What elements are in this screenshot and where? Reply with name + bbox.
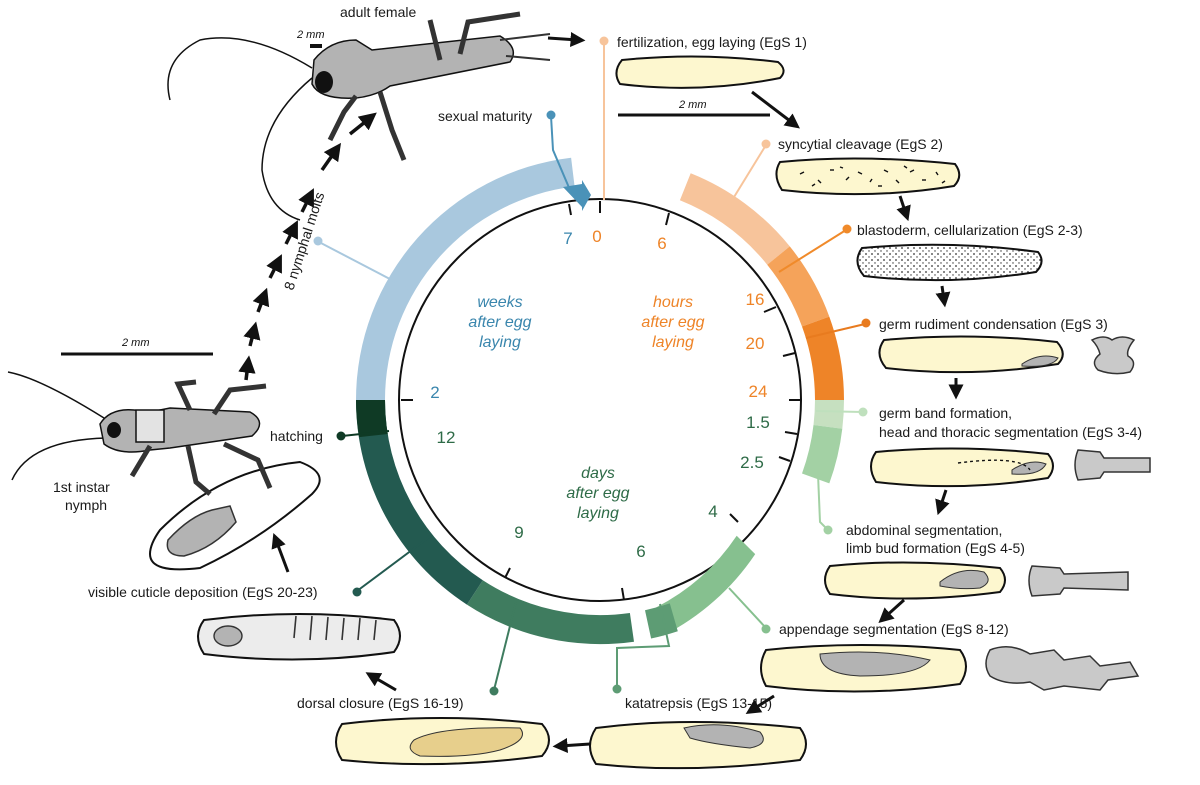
- week-tick-labels: 2 7: [430, 229, 572, 402]
- tick-days-9: 9: [514, 523, 523, 542]
- label-sexual-maturity: sexual maturity: [438, 108, 532, 124]
- syncytial-nuclei: [799, 165, 946, 187]
- abdominal-shape: [1028, 565, 1129, 597]
- tick-hours-16: 16: [746, 290, 765, 309]
- hours-center-label: hours after egg laying: [641, 294, 704, 351]
- hours-band-16-20: [802, 316, 844, 400]
- svg-text:days: days: [581, 465, 615, 482]
- germ-band-movement: [957, 459, 1031, 471]
- days-band-4: [645, 603, 678, 639]
- label-cuticle: visible cuticle deposition (EgS 20-23): [88, 584, 318, 600]
- label-katatrepsis: katatrepsis (EgS 13-15): [625, 695, 772, 711]
- label-abdominal-2: limb bud formation (EgS 4-5): [846, 540, 1025, 556]
- days-band-3: [655, 535, 756, 636]
- first-instar-nymph: [7, 371, 273, 496]
- days-band-2: [802, 425, 843, 484]
- svg-text:after egg: after egg: [566, 485, 629, 502]
- dorsal-embryo: [409, 727, 523, 757]
- ring-ticks: [401, 201, 801, 601]
- label-germ-band-1: germ band formation,: [879, 405, 1012, 421]
- days-band-7: [356, 400, 388, 438]
- molts-arrows: [238, 112, 377, 381]
- egg-blastoderm: [856, 243, 1043, 282]
- label-dorsal: dorsal closure (EgS 16-19): [297, 695, 464, 711]
- label-germ-rudiment: germ rudiment condensation (EgS 3): [879, 316, 1108, 332]
- svg-text:laying: laying: [652, 334, 694, 351]
- appendage-embryo: [819, 651, 931, 677]
- adult-female-cricket: [167, 11, 551, 221]
- germ-rudiment-shape: [1090, 336, 1136, 375]
- callout-dots: [313, 36, 871, 696]
- svg-text:laying: laying: [577, 505, 619, 522]
- label-nymph-2: nymph: [65, 497, 107, 513]
- callout-lines: [318, 42, 866, 691]
- svg-text:hours: hours: [653, 294, 693, 311]
- cuticle-head: [213, 625, 243, 647]
- tick-days-4: 4: [708, 502, 717, 521]
- tick-days-2-5: 2.5: [740, 453, 764, 472]
- svg-text:after egg: after egg: [641, 314, 704, 331]
- cuticle-segments: [293, 615, 377, 641]
- egg-scale-text: 2 mm: [678, 99, 707, 111]
- scale-bars: 2 mm 2 mm 2 mm: [61, 29, 770, 356]
- hour-tick-labels: 0 6 16 20 24: [592, 227, 767, 401]
- hours-band-6-16: [767, 246, 830, 327]
- svg-text:after egg: after egg: [468, 314, 531, 331]
- label-abdominal-1: abdominal segmentation,: [846, 522, 1002, 538]
- katatrepsis-embryo: [683, 724, 764, 749]
- tick-days-6: 6: [636, 542, 645, 561]
- appendage-shape: [985, 646, 1140, 691]
- tick-hours-6: 6: [657, 234, 666, 253]
- label-hatching: hatching: [270, 428, 323, 444]
- tick-weeks-2: 2: [430, 383, 439, 402]
- label-fertilization: fertilization, egg laying (EgS 1): [617, 34, 807, 50]
- egg-germ-rudiment: [878, 335, 1064, 374]
- svg-text:laying: laying: [479, 334, 521, 351]
- label-germ-band-2: head and thoracic segmentation (EgS 3-4): [879, 424, 1142, 440]
- egg-syncytial: [775, 157, 961, 196]
- label-blastoderm: blastoderm, cellularization (EgS 2-3): [857, 222, 1083, 238]
- days-band-5: [466, 580, 634, 645]
- hatching-embryo: [166, 505, 237, 557]
- cycle-arrows: [271, 32, 964, 753]
- svg-text:weeks: weeks: [477, 294, 522, 311]
- nymph-scale-text: 2 mm: [121, 337, 150, 349]
- day-tick-labels: 1.5 2.5 4 6 9 12: [437, 413, 770, 561]
- label-syncytial: syncytial cleavage (EgS 2): [778, 136, 943, 152]
- tick-days-1-5: 1.5: [746, 413, 770, 432]
- label-nymph-1: 1st instar: [53, 479, 110, 495]
- tick-hours-0: 0: [592, 227, 601, 246]
- germ-rudiment-embryo: [1021, 355, 1059, 367]
- egg-germ-band: [870, 447, 1054, 488]
- adult-scale-text: 2 mm: [296, 29, 325, 41]
- label-appendage: appendage segmentation (EgS 8-12): [779, 621, 1009, 637]
- label-adult: adult female: [340, 4, 416, 20]
- weeks-center-label: weeks after egg laying: [468, 294, 531, 351]
- tick-hours-20: 20: [746, 334, 765, 353]
- tick-hours-24: 24: [749, 382, 768, 401]
- egg-fertilization: [615, 55, 785, 89]
- weeks-band: [356, 157, 575, 400]
- days-center-label: days after egg laying: [566, 465, 629, 522]
- tick-days-12: 12: [437, 428, 456, 447]
- days-band-6: [355, 400, 483, 605]
- hours-band-0-6: [679, 173, 790, 265]
- germ-band-shape: [1074, 449, 1151, 481]
- abdominal-embryo: [939, 569, 989, 590]
- days-band-1: [813, 400, 844, 429]
- tick-weeks-7: 7: [563, 229, 572, 248]
- egg-cuticle: [197, 613, 401, 661]
